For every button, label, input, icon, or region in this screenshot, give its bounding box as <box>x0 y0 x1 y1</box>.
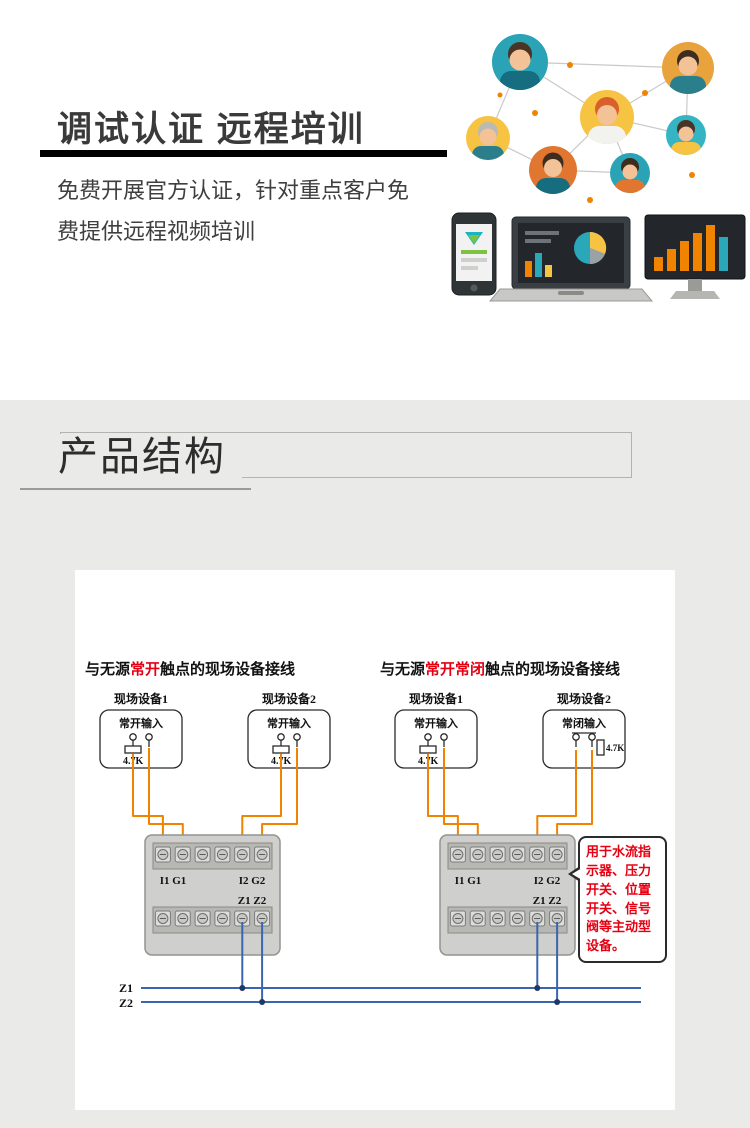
field-device-box-no: 常开输入 4.7K <box>247 709 331 769</box>
avatar-teal-bottomright <box>610 153 650 193</box>
device-input-label: 常闭输入 <box>562 716 606 730</box>
terminal-label-i1g1: I1 G1 <box>455 875 482 887</box>
avatar-teal-right <box>666 115 706 155</box>
hero-description: 免费开展官方认证，针对重点客户免 费提供远程视频培训 <box>57 170 447 252</box>
terminal-label-i1g1: I1 G1 <box>160 875 187 887</box>
diagram-right-title: 与无源常开常闭触点的现场设备接线 <box>380 660 620 678</box>
terminal-label-i2g2: I2 G2 <box>239 875 266 887</box>
device-label: 现场设备2 <box>557 691 611 706</box>
resistor-value: 4.7K <box>606 743 624 753</box>
device-input-label: 常开输入 <box>119 716 163 730</box>
hero-description-line2: 费提供远程视频培训 <box>57 219 256 244</box>
field-device-box-no: 常开输入 4.7K <box>394 709 478 769</box>
avatar-teal-large <box>492 34 548 90</box>
avatar-orange-topright <box>662 42 714 94</box>
bus-junction-dots <box>239 985 561 1005</box>
product-structure-section: 产品结构 与无源常开触点的现场设备接线 现场设备1 <box>0 400 750 1128</box>
hero-description-line1: 免费开展官方认证，针对重点客户免 <box>57 178 410 203</box>
wiring-diagram: 与无源常开触点的现场设备接线 现场设备1 常开输入 4.7K 现场设备2 常开输… <box>85 660 641 1010</box>
io-module-right: I1 G1 I2 G2 Z1 Z2 <box>439 834 576 956</box>
network-node-dots <box>497 62 695 203</box>
callout-bubble: 用于水流指示器、压力开关、位置开关、信号阀等主动型设备。 <box>568 836 667 964</box>
monitor-icon <box>644 214 746 299</box>
smartphone-icon <box>451 212 497 296</box>
avatar-orange-bottom <box>529 146 577 194</box>
device-label: 现场设备1 <box>114 691 168 706</box>
hero-illustration <box>451 34 746 302</box>
terminal-label-i2g2: I2 G2 <box>534 875 561 887</box>
z-bus-lines <box>141 987 641 1003</box>
field-device-box-no: 常开输入 4.7K <box>99 709 183 769</box>
wiring-diagram-panel: 与无源常开触点的现场设备接线 现场设备1 常开输入 4.7K 现场设备2 常开输… <box>75 570 675 1110</box>
device-label: 现场设备1 <box>409 691 463 706</box>
section-heading-underline <box>20 488 251 490</box>
field-device-box-nc: 常闭输入 4.7K <box>542 709 626 769</box>
avatar-yellow-left <box>466 116 510 160</box>
section-heading: 产品结构 <box>55 434 242 480</box>
avatar-yellow-center <box>580 90 634 144</box>
device-input-label: 常开输入 <box>267 716 311 730</box>
laptop-icon <box>488 216 654 302</box>
hero-title: 调试认证 远程培训 <box>57 110 365 149</box>
device-input-label: 常开输入 <box>414 716 458 730</box>
terminal-label-z1z2: Z1 Z2 <box>238 895 267 907</box>
bus-label-z1: Z1 <box>119 981 133 995</box>
hero-title-underline <box>40 150 447 157</box>
bus-label-z2: Z2 <box>119 996 133 1010</box>
z-bus-drop-wires <box>241 922 559 1002</box>
terminal-label-z1z2: Z1 Z2 <box>533 895 562 907</box>
diagram-left-title: 与无源常开触点的现场设备接线 <box>85 660 295 678</box>
io-module-left: I1 G1 I2 G2 Z1 Z2 <box>144 834 281 956</box>
device-label: 现场设备2 <box>262 691 316 706</box>
